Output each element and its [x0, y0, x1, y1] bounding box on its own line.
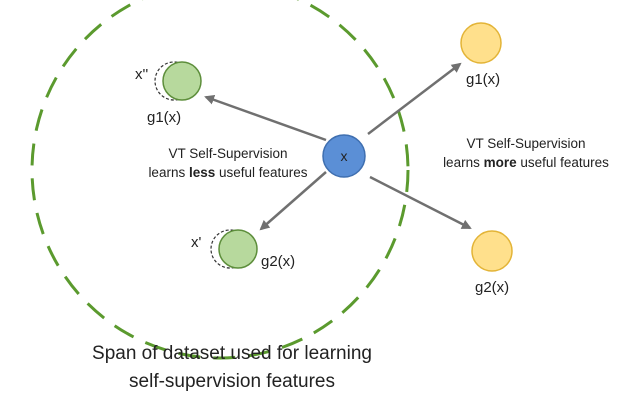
inner-g1-circle: [162, 61, 202, 101]
inner-g1-prime-label: x'': [135, 66, 148, 83]
center-x-circle: [322, 134, 366, 178]
center-x-node: x: [322, 134, 366, 178]
less-useful-note: VT Self-Supervision learns less useful f…: [148, 146, 307, 180]
inner-g2-label: g2(x): [261, 253, 295, 270]
less-note-line1: VT Self-Supervision: [168, 146, 287, 161]
inner-g1-node: x'' g1(x): [135, 61, 202, 126]
arrow-to-inner-g1: [204, 94, 327, 142]
inner-g2-circle: [218, 229, 258, 269]
arrow-to-outer-g2: [369, 175, 472, 230]
outer-g2-node: g2(x): [471, 230, 513, 296]
arrow-to-outer-g1: [367, 62, 462, 135]
outer-g1-label: g1(x): [466, 71, 500, 88]
inner-g1-label: g1(x): [147, 109, 181, 126]
arrow-to-inner-g2: [259, 171, 327, 231]
outer-g1-node: g1(x): [460, 22, 502, 88]
inner-g2-node: x' g2(x): [191, 229, 295, 270]
span-caption: Span of dataset used for learning self-s…: [92, 343, 372, 392]
caption-line2: self-supervision features: [129, 371, 335, 392]
more-note-line1: VT Self-Supervision: [466, 136, 585, 151]
less-note-line2: learns less useful features: [148, 165, 307, 180]
center-x-label: x: [341, 148, 348, 164]
caption-line1: Span of dataset used for learning: [92, 343, 372, 364]
outer-g1-circle: [460, 22, 502, 64]
more-note-line2: learns more useful features: [443, 155, 609, 170]
outer-g2-circle: [471, 230, 513, 272]
inner-g2-prime-label: x': [191, 234, 202, 251]
outer-g2-label: g2(x): [475, 279, 509, 296]
more-useful-note: VT Self-Supervision learns more useful f…: [443, 136, 609, 170]
dataset-span-circle: [30, 0, 410, 360]
